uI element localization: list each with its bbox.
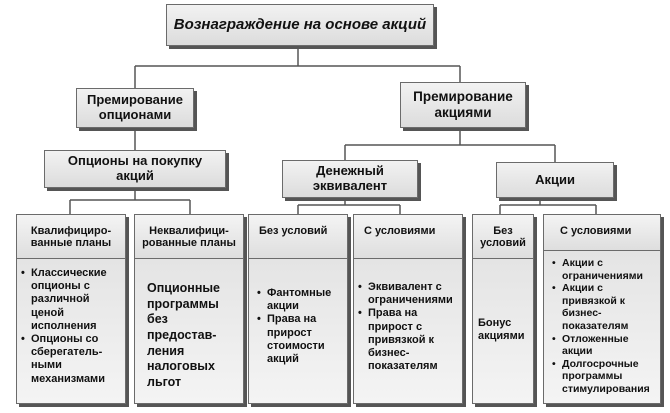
list-item: Фантомные акции xyxy=(257,287,343,313)
list-item: Права на прирост с привязкой к бизнес-по… xyxy=(358,307,458,373)
share-awards-label: Премирование акциями xyxy=(413,89,513,120)
stock-unconditional-text: Бонус акциями xyxy=(478,317,525,343)
stock-unconditional-column: Без условий Бонус акциями xyxy=(472,214,534,404)
option-awards-box: Премирование опционами xyxy=(76,88,194,128)
cash-unconditional-column: Без условий Фантомные акции Права на при… xyxy=(248,214,348,404)
nonqualified-plans-body: Опционные программы без предостав-ления … xyxy=(135,259,243,403)
option-awards-label: Премирование опционами xyxy=(87,92,183,122)
nonqualified-plans-title: Неквалифици-рованные планы xyxy=(142,224,236,249)
cash-conditional-head: С условиями xyxy=(354,215,462,259)
cash-equivalent-box: Денежный эквивалент xyxy=(282,160,418,198)
option-purchase-label: Опционы на покупку акций xyxy=(67,153,203,183)
diagram-title: Вознаграждение на основе акций xyxy=(166,4,434,46)
cash-conditional-column: С условиями Эквивалент с ограничениями П… xyxy=(353,214,463,404)
nonqualified-plans-text: Опционные программы без предостав-ления … xyxy=(147,281,221,389)
nonqualified-plans-head: Неквалифици-рованные планы xyxy=(135,215,243,259)
stock-conditional-title: С условиями xyxy=(560,225,632,237)
stock-conditional-head: С условиями xyxy=(544,215,660,251)
stock-unconditional-body: Бонус акциями xyxy=(473,259,533,403)
list-item: Классические опционы с различной ценой и… xyxy=(21,267,121,333)
qualified-plans-column: Квалифициро-ванные планы Классические оп… xyxy=(16,214,126,404)
nonqualified-plans-column: Неквалифици-рованные планы Опционные про… xyxy=(134,214,244,404)
list-item: Отложенные акции xyxy=(552,333,657,358)
stock-box: Акции xyxy=(496,162,614,198)
stock-conditional-column: С условиями Акции с ограничениями Акции … xyxy=(543,214,661,404)
list-item: Долгосрочные программы стимулирования xyxy=(552,358,657,396)
qualified-plans-head: Квалифициро-ванные планы xyxy=(17,215,125,259)
stock-label: Акции xyxy=(535,171,575,187)
stock-unconditional-title: Без условий xyxy=(480,224,526,249)
title-text: Вознаграждение на основе акций xyxy=(173,16,427,34)
cash-conditional-body: Эквивалент с ограничениями Права на прир… xyxy=(354,259,462,403)
list-item: Акции с ограничениями xyxy=(552,257,657,282)
qualified-plans-title: Квалифициро-ванные планы xyxy=(30,224,112,249)
stock-unconditional-head: Без условий xyxy=(473,215,533,259)
stock-conditional-body: Акции с ограничениями Акции с привязкой … xyxy=(544,251,660,403)
cash-equivalent-label: Денежный эквивалент xyxy=(312,163,388,193)
cash-conditional-title: С условиями xyxy=(364,225,436,237)
list-item: Права на прирост стоимости акций xyxy=(257,313,343,366)
cash-unconditional-title: Без условий xyxy=(259,225,328,237)
share-awards-box: Премирование акциями xyxy=(400,82,526,128)
cash-unconditional-body: Фантомные акции Права на прирост стоимос… xyxy=(249,259,347,403)
qualified-plans-body: Классические опционы с различной ценой и… xyxy=(17,259,125,403)
option-purchase-box: Опционы на покупку акций xyxy=(44,150,226,188)
cash-unconditional-head: Без условий xyxy=(249,215,347,259)
list-item: Эквивалент с ограничениями xyxy=(358,281,458,307)
list-item: Акции с привязкой к бизнес-показателям xyxy=(552,282,657,332)
list-item: Опционы со сберегатель-ными механизмами xyxy=(21,333,121,386)
